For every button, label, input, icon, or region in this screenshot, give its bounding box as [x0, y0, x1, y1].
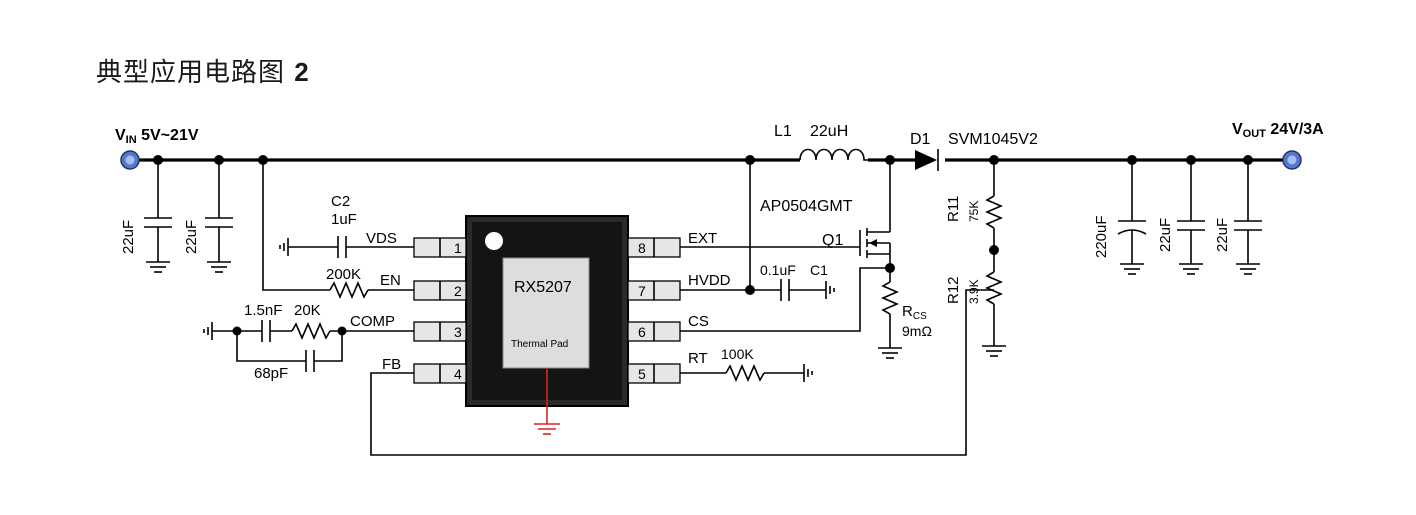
output-capacitor-2-value: 22uF — [1157, 218, 1174, 252]
title-number: 2 — [294, 57, 310, 87]
input-capacitor-2 — [205, 160, 233, 273]
comp-capacitor-value: 1.5nF — [244, 302, 282, 319]
pin-7: 7 — [627, 280, 681, 301]
c1-ref: C1 — [810, 262, 828, 278]
c1-value: 0.1uF — [760, 262, 796, 278]
comp-capacitor-2-value: 68pF — [254, 365, 288, 382]
c2-capacitor — [279, 236, 416, 258]
comp-network — [203, 320, 416, 372]
output-capacitor-3 — [1234, 160, 1262, 275]
c2-value: 1uF — [331, 211, 357, 228]
pin-7-name: HVDD — [688, 272, 731, 289]
pin-1-name: VDS — [366, 230, 397, 247]
pin-5: 5 — [627, 363, 681, 384]
svg-text:1: 1 — [454, 240, 462, 256]
svg-text:4: 4 — [454, 366, 462, 382]
en-wire — [262, 160, 330, 291]
rcs-value: 9mΩ — [902, 323, 932, 339]
mosfet-q1 — [859, 160, 891, 268]
c1-capacitor — [680, 279, 835, 301]
svg-text:7: 7 — [638, 283, 646, 299]
pin-6: 6 — [627, 321, 681, 342]
pin-3: 3 — [413, 321, 467, 342]
en-resistor — [329, 280, 369, 300]
r11-ref: R11 — [945, 196, 962, 222]
thermal-pad-label: Thermal Pad — [511, 339, 568, 350]
r12-ref: R12 — [945, 276, 962, 304]
pin-8-name: EXT — [688, 230, 717, 247]
diode-d1 — [915, 149, 939, 171]
r11-resistor — [984, 160, 1004, 250]
ic-name: RX5207 — [514, 279, 572, 296]
pin-2-name: EN — [380, 272, 401, 289]
c2-ref: C2 — [331, 193, 350, 210]
pin-3-name: COMP — [350, 313, 395, 330]
output-capacitor-2 — [1177, 160, 1205, 275]
l1-ref: L1 — [774, 123, 792, 140]
pin-1: 1 — [413, 237, 467, 258]
r12-value: 3.9K — [967, 279, 981, 304]
fb-wire — [370, 289, 994, 456]
pin-8: 8 — [627, 237, 681, 258]
output-capacitor-1-value: 220uF — [1093, 215, 1110, 258]
r11-value: 75K — [967, 201, 981, 222]
r12-resistor — [982, 250, 1006, 357]
pin-2: 2 — [413, 280, 467, 301]
input-capacitor-1-value: 22uF — [120, 220, 137, 254]
svg-text:6: 6 — [638, 324, 646, 340]
d1-part-number: SVM1045V2 — [948, 131, 1038, 148]
input-capacitor-2-value: 22uF — [183, 220, 200, 254]
pin-6-name: CS — [688, 313, 709, 330]
vin-terminal — [120, 150, 140, 170]
q1-ref: Q1 — [822, 232, 843, 249]
output-capacitor-3-value: 22uF — [1214, 218, 1231, 252]
svg-text:8: 8 — [638, 240, 646, 256]
svg-text:2: 2 — [454, 283, 462, 299]
rcs-ref: RCS — [902, 303, 927, 322]
vout-label: VOUT 24V/3A — [1232, 121, 1324, 140]
svg-text:5: 5 — [638, 366, 646, 382]
pin-4: 4 — [413, 363, 467, 384]
q1-part-number: AP0504GMT — [760, 198, 853, 215]
vout-terminal — [1282, 150, 1302, 170]
inductor-l1 — [799, 148, 868, 161]
l1-value: 22uH — [810, 123, 848, 140]
svg-text:3: 3 — [454, 324, 462, 340]
en-resistor-value: 200K — [326, 266, 361, 283]
comp-resistor-value: 20K — [294, 302, 321, 319]
thermal-pad-ground — [534, 368, 560, 435]
output-capacitor-1 — [1117, 160, 1147, 275]
pin-4-name: FB — [382, 356, 401, 373]
cs-wire — [680, 267, 890, 332]
pin-5-name: RT — [688, 350, 708, 367]
vin-label: VIN 5V~21V — [115, 127, 199, 146]
rcs-resistor — [878, 268, 902, 359]
input-capacitor-1 — [144, 160, 172, 273]
page-title: 典型应用电路图 2 — [96, 57, 310, 88]
rt-resistor-value: 100K — [721, 346, 754, 362]
d1-ref: D1 — [910, 131, 931, 148]
rt-resistor — [680, 363, 813, 383]
